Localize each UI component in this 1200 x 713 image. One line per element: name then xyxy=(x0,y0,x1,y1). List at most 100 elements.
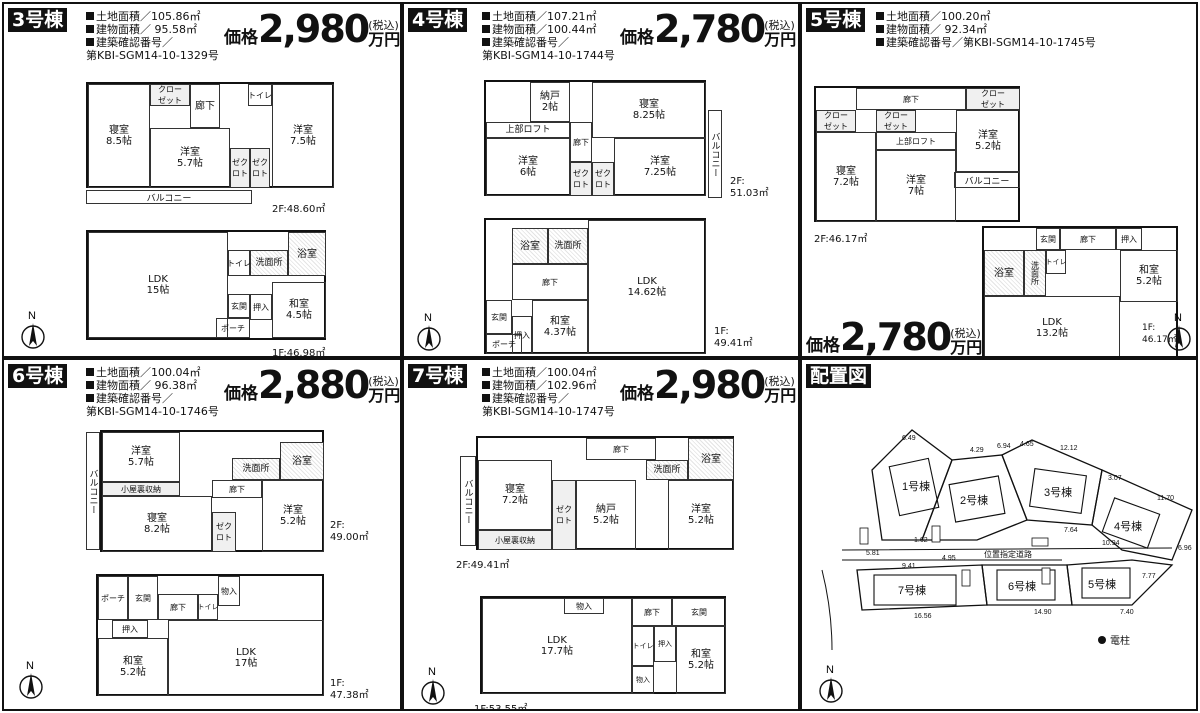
bullet-icon xyxy=(86,394,94,402)
panel-building-6: 6号棟 土地面積／100.04㎡ 建物面積／ 96.38㎡ 建築確認番号／ 第K… xyxy=(2,358,402,711)
room: 和室 4.5帖 xyxy=(272,282,326,338)
room: 寝室 7.2帖 xyxy=(478,460,552,530)
floor-2-plan: 寝室 8.5帖 クロー ゼット 廊下 トイレ 洋室 5.7帖 ゼク ロト ゼク … xyxy=(86,82,334,188)
lot-label: 1号棟 xyxy=(902,479,930,493)
room: 小屋裏収納 xyxy=(478,530,552,550)
bullet-icon xyxy=(876,38,884,46)
cert-label: 建築確認番号／ xyxy=(492,392,569,405)
building-3-specs: 土地面積／105.86㎡ 建物面積／ 95.58㎡ 建築確認番号／ 第KBI-S… xyxy=(86,10,219,62)
road-curve xyxy=(821,569,833,651)
room: ゼク ロト xyxy=(592,162,614,196)
room: 洋室 7帖 xyxy=(876,150,956,222)
dimension-label: 9.41 xyxy=(902,563,916,570)
room: 浴室 xyxy=(512,228,548,264)
panel-site-plan: 配置図 xyxy=(800,358,1198,711)
room: 寝室 8.5帖 xyxy=(88,84,150,188)
cert-label: 建築確認番号／第KBI-SGM14-10-1745号 xyxy=(886,36,1096,49)
north-arrow-icon: N xyxy=(1167,312,1191,351)
room: 浴室 xyxy=(288,232,326,276)
room: ポーチ xyxy=(216,318,250,338)
compass-label: N xyxy=(826,664,834,676)
room: 洗面所 xyxy=(646,460,688,480)
room: ゼク ロト xyxy=(212,512,236,552)
room: 洋室 5.7帖 xyxy=(102,432,180,482)
cert-number: 第KBI-SGM14-10-1747号 xyxy=(482,405,615,418)
room: クロー ゼット xyxy=(966,88,1020,110)
dimension-label: 3.07 xyxy=(1108,475,1122,482)
building-6-specs: 土地面積／100.04㎡ 建物面積／ 96.38㎡ 建築確認番号／ 第KBI-S… xyxy=(86,366,219,418)
lot-label: 7号棟 xyxy=(898,583,926,597)
room: LDK 14.62帖 xyxy=(588,220,706,354)
room: LDK 17.7帖 xyxy=(482,598,632,694)
compass-label: N xyxy=(26,660,34,672)
cert-label: 建築確認番号／ xyxy=(96,392,173,405)
room: 廊下 xyxy=(1060,228,1116,250)
building-3-price: 価格2,980(税込)万円 xyxy=(224,10,400,48)
price-value: 2,980 xyxy=(654,363,766,407)
price-label: 価格 xyxy=(224,28,258,48)
room: トイレ xyxy=(1046,250,1067,274)
room: 和室 4.37帖 xyxy=(532,300,588,354)
floor-2-plan: 納戸 2帖 寝室 8.25帖 上部ロフト 廊下 洋室 6帖 ゼク ロト ゼク ロ… xyxy=(484,80,706,196)
room: 廊下 xyxy=(190,84,220,128)
room: 廊下 xyxy=(212,480,262,498)
room: 玄関 xyxy=(128,576,158,620)
price-unit: 万円 xyxy=(368,386,401,405)
bullet-icon xyxy=(86,368,94,376)
room: 廊下 xyxy=(570,122,592,162)
building-7-footprint xyxy=(873,574,957,606)
building-4-specs: 土地面積／107.21㎡ 建物面積／100.44㎡ 建築確認番号／ 第KBI-S… xyxy=(482,10,615,62)
building-1-footprint xyxy=(888,457,940,517)
price-unit: 万円 xyxy=(764,30,797,49)
dimension-label: 6.49 xyxy=(902,435,916,442)
lot-label: 4号棟 xyxy=(1114,519,1142,533)
room: トイレ xyxy=(248,84,272,106)
dimension-label: 6.96 xyxy=(1178,545,1192,552)
north-arrow-icon: N xyxy=(417,312,441,351)
lot-3-boundary xyxy=(1001,439,1103,526)
room: 和室 5.2帖 xyxy=(98,638,168,696)
cert-label: 建築確認番号／ xyxy=(492,36,569,49)
room: 寝室 7.2帖 xyxy=(816,132,876,222)
site-plan-tag: 配置図 xyxy=(806,364,872,388)
building-4-tag: 4号棟 xyxy=(408,8,468,32)
cert-number: 第KBI-SGM14-10-1744号 xyxy=(482,49,615,62)
building-area: 建物面積／102.96㎡ xyxy=(492,379,597,392)
room: 上部ロフト xyxy=(486,122,570,138)
bullet-icon xyxy=(482,381,490,389)
land-area: 土地面積／100.04㎡ xyxy=(492,366,597,379)
dimension-label: 7.77 xyxy=(1142,573,1156,580)
room: 廊下 xyxy=(586,438,656,460)
balcony: バルコニー xyxy=(460,456,476,546)
price-label: 価格 xyxy=(620,28,654,48)
building-3-tag: 3号棟 xyxy=(8,8,68,32)
room: 物入 xyxy=(218,576,240,606)
room: 玄関 xyxy=(672,598,726,626)
bullet-icon xyxy=(86,25,94,33)
room: 洋室 5.2帖 xyxy=(668,480,734,550)
room: LDK 17帖 xyxy=(168,620,324,696)
lot-label: 5号棟 xyxy=(1088,577,1116,591)
room: 浴室 xyxy=(984,250,1024,296)
land-area: 土地面積／100.04㎡ xyxy=(96,366,201,379)
room: ゼク ロト xyxy=(230,148,250,188)
balcony: バルコニー xyxy=(708,110,722,198)
room: ゼク ロト xyxy=(552,480,576,550)
floor-1-area: 1F:46.98㎡ xyxy=(272,348,326,358)
tax-note: (税込) xyxy=(764,19,795,32)
floor-2-area: 2F: 49.00㎡ xyxy=(330,520,369,543)
room: トイレ xyxy=(632,626,654,666)
dimension-label: 1.62 xyxy=(914,537,928,544)
room: 洗面所 xyxy=(548,228,588,264)
land-area: 土地面積／100.20㎡ xyxy=(886,10,991,23)
floor-1-plan: 玄関 廊下 押入 浴室 洗面所 トイレ 和室 5.2帖 LDK 13.2帖 xyxy=(982,226,1178,356)
compass-label: N xyxy=(28,310,36,322)
room: クロー ゼット xyxy=(816,110,856,132)
floor-2-plan: 廊下 洗面所 浴室 寝室 7.2帖 小屋裏収納 ゼク ロト 納戸 5.2帖 洋室… xyxy=(476,436,734,550)
dimension-label: 4.95 xyxy=(942,555,956,562)
lot-4-boundary xyxy=(1091,469,1193,561)
room: 廊下 xyxy=(856,88,966,110)
building-5-specs: 土地面積／100.20㎡ 建物面積／ 92.34㎡ 建築確認番号／第KBI-SG… xyxy=(876,10,1096,49)
dimension-label: 10.94 xyxy=(1102,540,1120,547)
room: 押入 xyxy=(1116,228,1142,250)
